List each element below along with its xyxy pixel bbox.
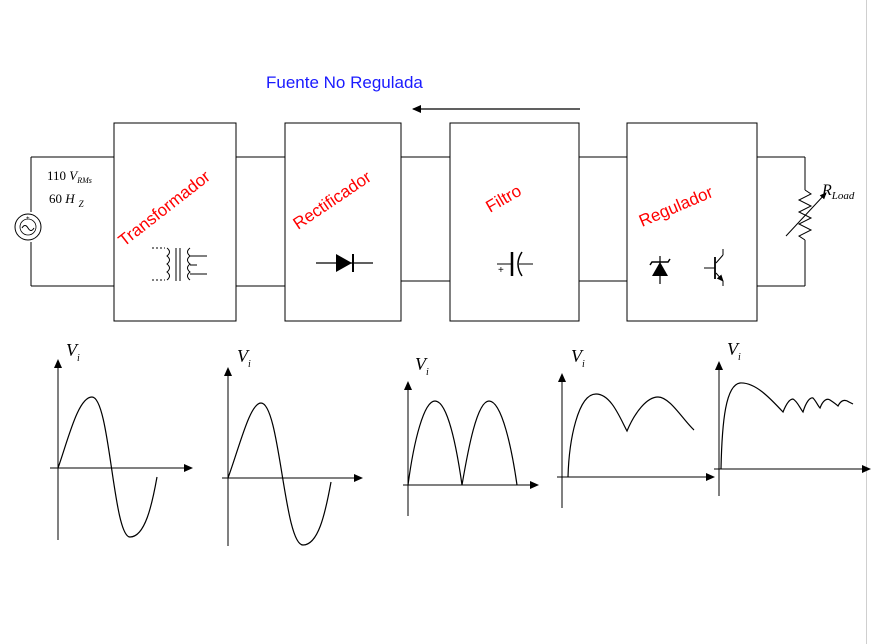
svg-text:+: + [26, 216, 30, 222]
transistor-icon [704, 249, 724, 286]
waveform-1-trace [57, 396, 158, 538]
zener-diode-icon [649, 256, 671, 284]
ac-source: + [14, 156, 114, 287]
page-edge-rule [866, 0, 867, 644]
block-regulador: Regulador [626, 122, 758, 322]
block-rectificador: Rectificador [284, 122, 402, 322]
interconnect-wires [236, 156, 806, 287]
block-filtro: Filtro + [449, 122, 580, 322]
waveform-1: Vi [50, 340, 193, 540]
load-label: RLoad [821, 182, 855, 202]
waveform-4-axis-label: Vi [571, 346, 585, 370]
waveform-3: Vi [403, 354, 539, 516]
waveform-1-axis-label: Vi [66, 340, 80, 364]
waveform-3-axis-label: Vi [415, 354, 429, 378]
ac-source-icon [14, 213, 42, 241]
waveform-4: Vi [557, 346, 715, 508]
svg-text:+: + [498, 265, 504, 276]
waveform-2: Vi [222, 346, 363, 546]
source-voltage-label: 110 VRMs [47, 168, 92, 185]
waveform-4-trace [567, 393, 695, 478]
waveform-2-trace [227, 402, 332, 546]
diode-icon [316, 254, 373, 272]
waveform-2-axis-label: Vi [237, 346, 251, 370]
waveform-3-trace [407, 400, 518, 486]
waveform-5: Vi [714, 339, 871, 496]
load-resistor-icon [785, 189, 827, 241]
waveform-5-axis-label: Vi [727, 339, 741, 363]
transformer-icon [152, 247, 207, 281]
block-transformador: Transformador [113, 122, 237, 322]
diagram-title: Fuente No Regulada [266, 73, 423, 92]
waveform-5-trace [720, 382, 854, 470]
capacitor-icon: + [497, 251, 533, 277]
